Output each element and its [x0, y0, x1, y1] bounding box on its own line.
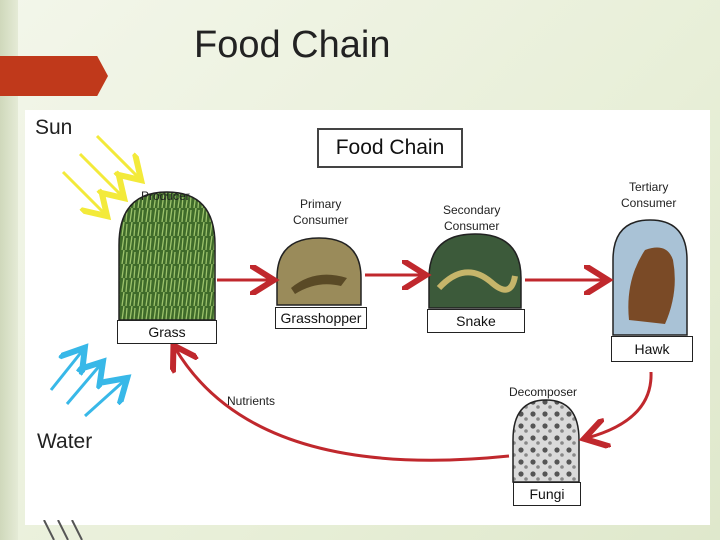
- arrow-tertiary-to-decomposer: [587, 371, 653, 438]
- fungi-name: Fungi: [513, 482, 581, 506]
- water-arrow: [65, 364, 101, 405]
- sun-rays: [61, 134, 139, 214]
- water-arrows: [49, 350, 125, 418]
- grass-name: Grass: [117, 320, 217, 344]
- arrow-nutrients-return: [175, 348, 510, 462]
- diagram-graphics: [49, 134, 688, 483]
- decorative-lines: [43, 520, 83, 540]
- grasshopper-image: [276, 237, 362, 306]
- sun-ray: [95, 134, 139, 178]
- tertiary-consumer-role: Tertiary Consumer: [621, 180, 677, 211]
- sun-ray: [78, 152, 122, 196]
- grasshopper-shape: [291, 274, 347, 294]
- food-chain-diagram: Sun Water Food Chain Producer Primary Co…: [25, 110, 710, 525]
- slide-title: Food Chain: [194, 24, 391, 66]
- sun-ray: [61, 170, 105, 214]
- diagram-title-box: Food Chain: [317, 128, 463, 168]
- accent-tab: [0, 56, 108, 96]
- snake-shape: [436, 269, 518, 293]
- primary-consumer-role: Primary Consumer: [293, 197, 349, 228]
- grasshopper-name: Grasshopper: [275, 307, 367, 329]
- snake-name: Snake: [427, 309, 525, 333]
- water-arrow: [49, 350, 83, 391]
- sun-label: Sun: [35, 116, 73, 139]
- water-label: Water: [37, 430, 93, 453]
- left-decor-strip: [0, 0, 18, 540]
- decomposer-role: Decomposer: [509, 385, 578, 399]
- fungi-image: [512, 399, 580, 483]
- grass-image: [118, 191, 216, 321]
- secondary-consumer-role: Secondary Consumer: [443, 203, 501, 234]
- nutrients-label: Nutrients: [227, 394, 276, 408]
- hawk-shape: [628, 247, 675, 324]
- producer-role: Producer: [141, 189, 190, 203]
- water-arrow: [83, 380, 125, 418]
- hawk-name: Hawk: [611, 336, 693, 362]
